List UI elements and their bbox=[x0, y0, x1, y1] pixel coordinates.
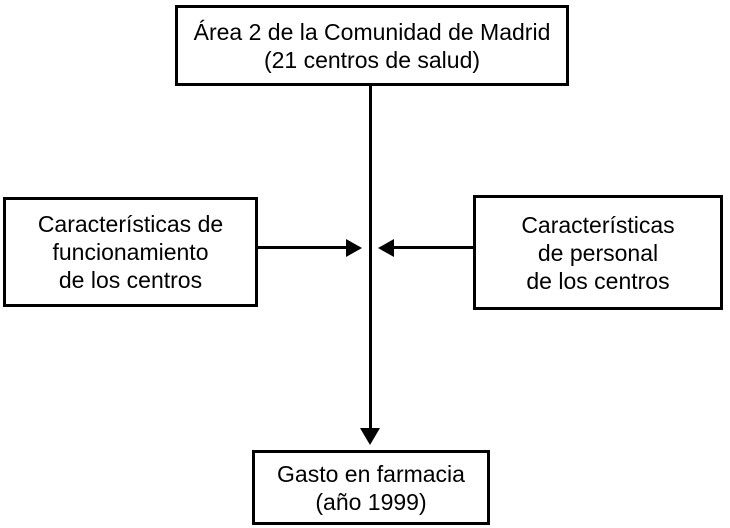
arrow-left-to-center-line bbox=[258, 246, 346, 249]
arrow-top-to-bottom-line bbox=[369, 85, 372, 429]
node-personal-line3: de los centros bbox=[526, 267, 670, 294]
node-area-madrid-line1: Área 2 de la Comunidad de Madrid bbox=[193, 18, 551, 45]
node-gasto-line1: Gasto en farmacia bbox=[277, 460, 465, 487]
node-gasto-farmacia: Gasto en farmacia (año 1999) bbox=[252, 450, 490, 525]
node-caracteristicas-personal: Características de personal de los centr… bbox=[473, 195, 723, 310]
node-area-madrid-line2: (21 centros de salud) bbox=[263, 46, 481, 73]
arrowhead-down-icon bbox=[360, 428, 380, 445]
node-funcionamiento-line1: Características de bbox=[37, 211, 224, 237]
node-area-madrid: Área 2 de la Comunidad de Madrid (21 cen… bbox=[175, 5, 569, 86]
arrowhead-right-icon bbox=[346, 239, 362, 257]
node-funcionamiento-line2: funcionamiento bbox=[52, 239, 209, 265]
node-personal-line1: Características bbox=[521, 211, 675, 238]
node-gasto-line2: (año 1999) bbox=[315, 488, 427, 515]
node-caracteristicas-funcionamiento: Características de funcionamiento de los… bbox=[3, 197, 258, 307]
arrowhead-left-icon bbox=[378, 239, 394, 257]
arrow-right-to-center-line bbox=[394, 246, 473, 249]
node-personal-line2: de personal bbox=[537, 239, 659, 266]
node-funcionamiento-line3: de los centros bbox=[58, 267, 203, 293]
